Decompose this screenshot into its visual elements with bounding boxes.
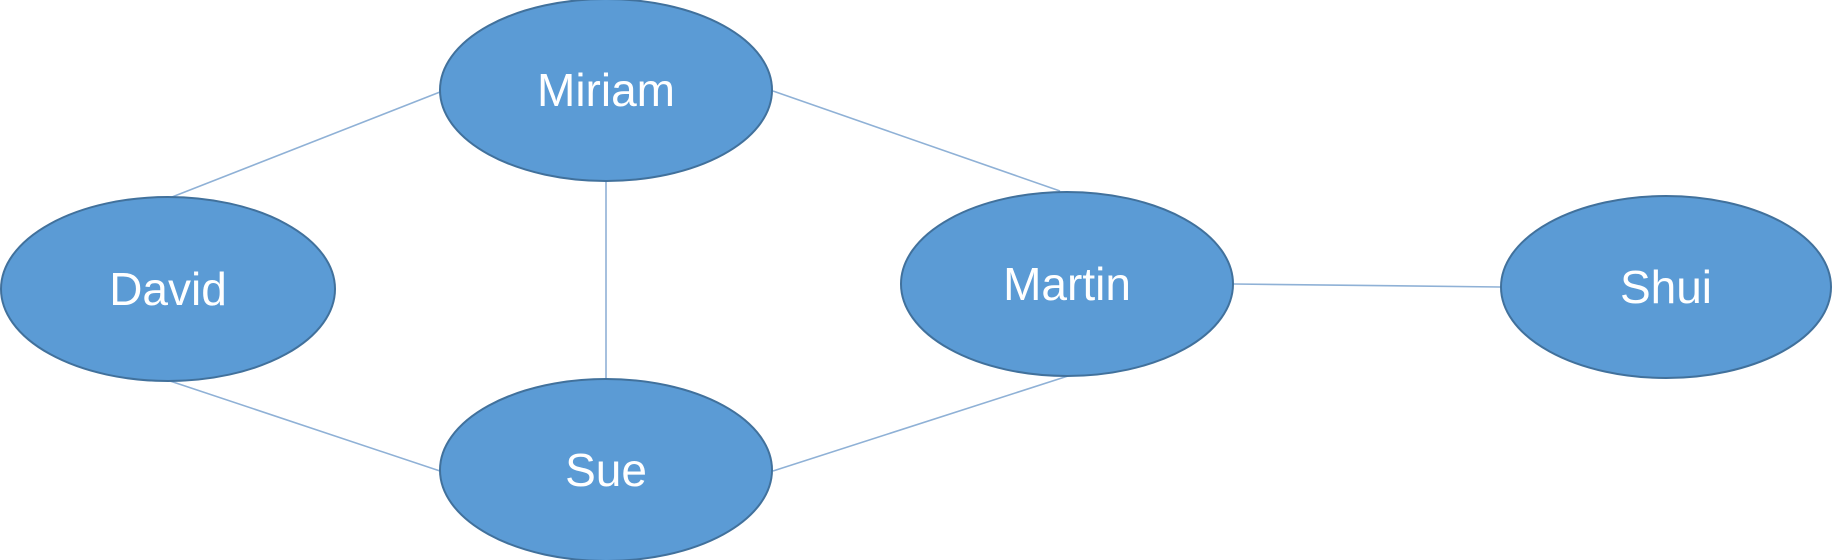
edge-miriam-david	[171, 91, 441, 198]
edges-layer	[169, 90, 1501, 472]
node-miriam: Miriam	[439, 0, 773, 182]
node-miriam-label: Miriam	[537, 64, 675, 116]
node-david: David	[0, 196, 336, 382]
node-shui-label: Shui	[1620, 261, 1712, 313]
node-shui: Shui	[1500, 195, 1832, 379]
node-martin-shape	[900, 191, 1234, 377]
node-sue-label: Sue	[565, 444, 647, 496]
node-sue: Sue	[439, 378, 773, 560]
node-shui-shape	[1500, 195, 1832, 379]
edge-miriam-martin	[772, 90, 1061, 192]
edge-martin-shui	[1233, 283, 1501, 288]
node-martin: Martin	[900, 191, 1234, 377]
edge-martin-sue	[772, 375, 1069, 472]
node-miriam-shape	[439, 0, 773, 182]
node-sue-shape	[439, 378, 773, 560]
edge-david-sue	[169, 380, 441, 472]
node-david-label: David	[109, 263, 227, 315]
node-martin-label: Martin	[1003, 258, 1131, 310]
node-david-shape	[0, 196, 336, 382]
